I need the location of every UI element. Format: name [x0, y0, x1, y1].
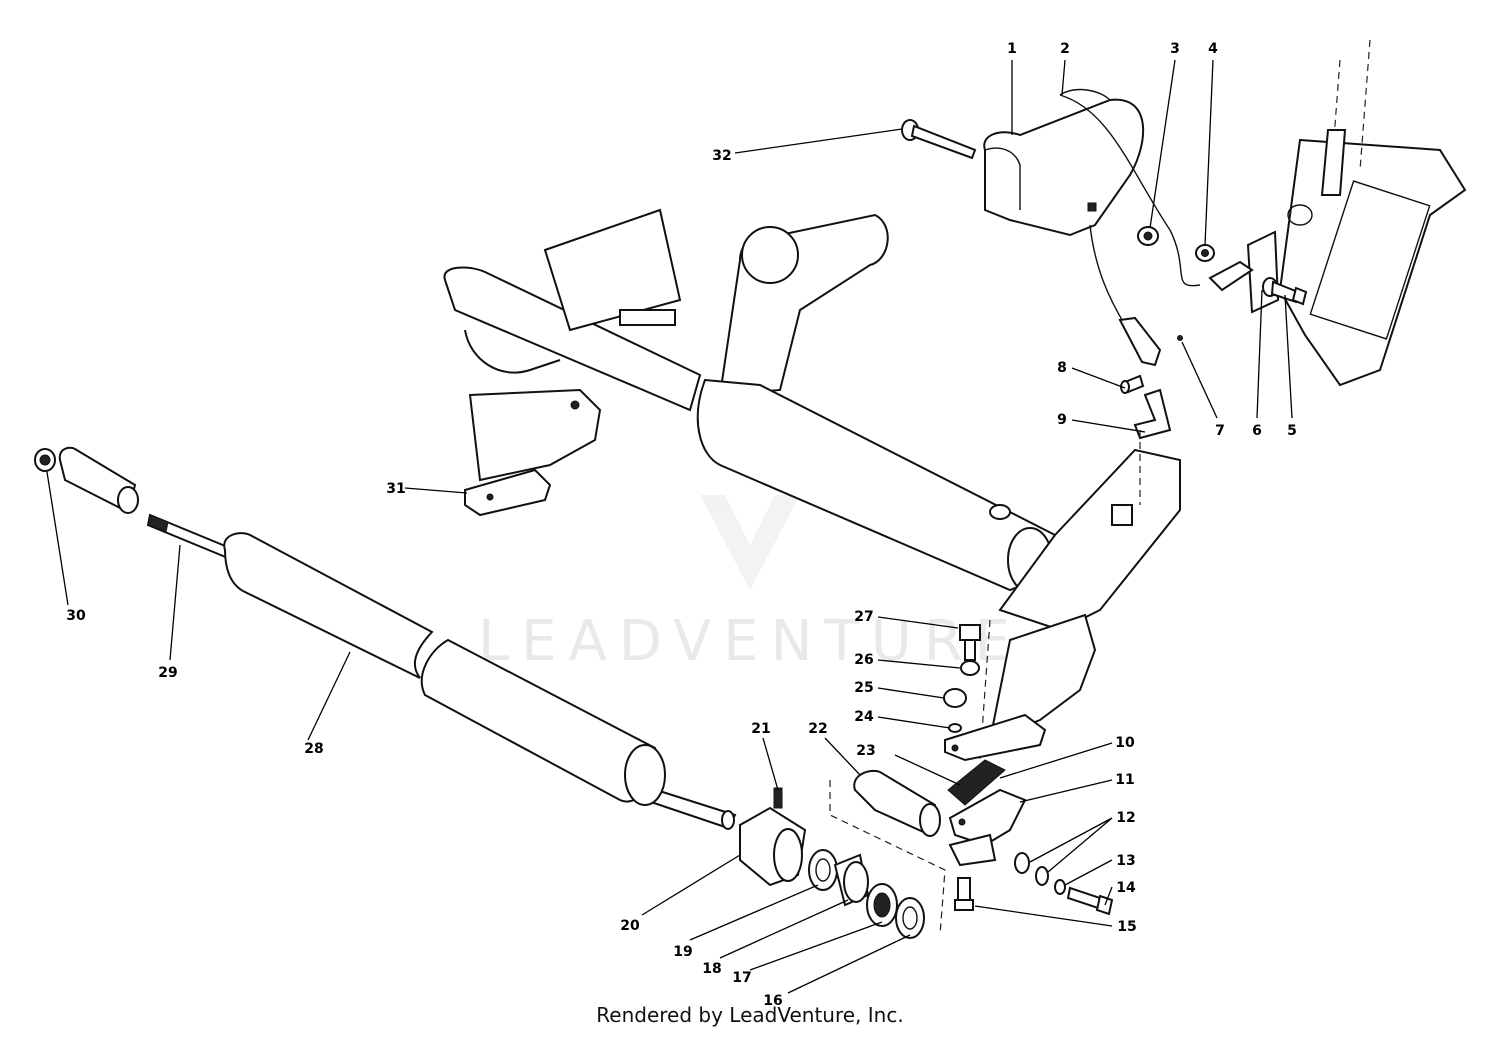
part-26-nut [960, 660, 980, 676]
part-5-bolt [1262, 277, 1308, 306]
callout-17: 17 [732, 970, 751, 986]
part-11-bracket [948, 788, 1027, 867]
callout-22: 22 [808, 721, 827, 737]
lower-right-bracket [944, 613, 1097, 762]
callout-12: 12 [1116, 810, 1135, 826]
callout-14: 14 [1116, 880, 1136, 896]
callout-11: 11 [1115, 772, 1134, 788]
part-15-bolt [954, 877, 974, 911]
part-30-sleeve [58, 446, 139, 514]
part-8-pin [1120, 374, 1145, 394]
part-22-sleeve [829, 770, 946, 936]
callout-labels: 1 2 3 4 5 6 7 8 9 10 11 12 13 14 15 16 1… [66, 41, 1297, 1009]
part-18-race [833, 853, 870, 907]
watermark-text: LEADVENTURE [478, 609, 1022, 674]
part-4-nut [1195, 244, 1215, 262]
callout-24: 24 [854, 709, 874, 725]
callout-8: 8 [1057, 360, 1067, 376]
callout-21: 21 [751, 721, 770, 737]
callout-26: 26 [854, 652, 873, 668]
callout-2: 2 [1060, 41, 1070, 57]
callout-29: 29 [158, 665, 177, 681]
part-7-clevis [1118, 316, 1183, 367]
part-29-shaft [146, 513, 737, 830]
callout-20: 20 [620, 918, 640, 934]
part-6-bracket [1208, 230, 1280, 314]
callout-25: 25 [854, 680, 873, 696]
callout-19: 19 [673, 944, 692, 960]
callout-9: 9 [1057, 412, 1067, 428]
part-31-bracket [464, 388, 602, 517]
part-12-washers [1014, 852, 1049, 886]
part-20-collar [739, 806, 807, 887]
part-2-cable [1059, 94, 1201, 326]
callout-4: 4 [1208, 41, 1218, 57]
footer-credit: Rendered by LeadVenture, Inc. [596, 1003, 904, 1027]
part-17-bearing [866, 883, 898, 927]
callout-13: 13 [1116, 853, 1135, 869]
part-9-clip [1133, 388, 1172, 440]
part-16-seal [895, 897, 925, 939]
callout-27: 27 [854, 609, 873, 625]
part-32-bolt [901, 119, 977, 160]
engine-mount-plate [1278, 39, 1467, 387]
part-23-spring [947, 759, 1006, 806]
part-28-roller [223, 532, 666, 806]
part-30-nut [34, 448, 56, 472]
callout-5: 5 [1287, 423, 1297, 439]
part-19-seal [808, 849, 838, 891]
part-3-nut [1137, 226, 1159, 246]
callout-6: 6 [1252, 423, 1262, 439]
callout-18: 18 [702, 961, 721, 977]
callout-1: 1 [1007, 41, 1017, 57]
part-1-cover [983, 88, 1145, 237]
part-25-nut [943, 688, 967, 708]
leader-lines [46, 59, 1293, 994]
callout-23: 23 [856, 743, 875, 759]
callout-28: 28 [304, 741, 323, 757]
callout-10: 10 [1115, 735, 1135, 751]
callout-16: 16 [763, 993, 782, 1009]
main-frame-assembly [443, 208, 1181, 761]
callout-15: 15 [1117, 919, 1136, 935]
callout-3: 3 [1170, 41, 1180, 57]
part-27-bolt [959, 624, 981, 661]
part-14-bolt [1066, 886, 1114, 916]
part-21-grease-fitting [773, 787, 783, 809]
callout-30: 30 [66, 608, 86, 624]
callout-31: 31 [386, 481, 405, 497]
part-24-washer [948, 723, 962, 733]
callout-32: 32 [712, 148, 731, 164]
callout-7: 7 [1215, 423, 1225, 439]
part-13-lockwasher [1054, 879, 1066, 895]
